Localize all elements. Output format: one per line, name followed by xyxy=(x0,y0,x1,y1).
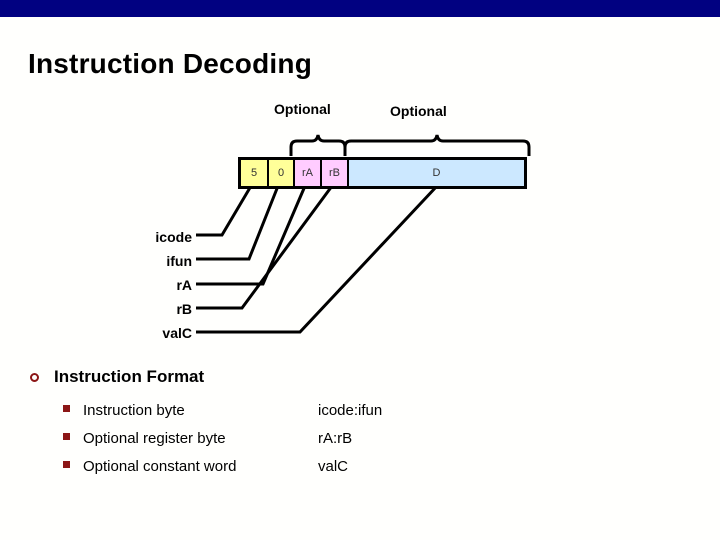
callout-label-icode: icode xyxy=(155,229,192,245)
bullet-level2-optional-constant-word: Optional constant word valC xyxy=(63,458,348,475)
slide-top-bar xyxy=(0,0,720,17)
page-title: Instruction Decoding xyxy=(28,48,312,79)
bullet-level2-optional-register-byte: Optional register byte rA:rB xyxy=(63,430,352,447)
bullet-level2-value: icode:ifun xyxy=(318,402,383,419)
optional-register-label: Optional xyxy=(274,101,331,117)
bullet-circle-icon xyxy=(30,372,39,382)
bullet-level2-value: valC xyxy=(318,458,349,475)
bullet-level2-label: Optional register byte xyxy=(83,430,226,447)
field-ifun: 0 xyxy=(267,160,293,186)
callout-label-ifun: ifun xyxy=(166,253,192,269)
bullet-level1-instruction-format: Instruction Format xyxy=(30,367,204,387)
brace-register xyxy=(289,134,347,156)
leader-line-ifun xyxy=(196,185,280,261)
instruction-format-fields: 5 0 rA rB D xyxy=(238,157,527,189)
field-d: D xyxy=(347,160,524,186)
callout-label-valc: valC xyxy=(162,325,192,341)
bullet-level2-value: rA:rB xyxy=(318,430,353,447)
brace-constant xyxy=(343,134,531,156)
field-icode: 5 xyxy=(241,160,267,186)
bullet-level2-label: Instruction byte xyxy=(83,402,185,419)
leader-line-ra xyxy=(196,185,307,286)
field-ra: rA xyxy=(293,160,320,186)
bullet-level2-instruction-byte: Instruction byte icode:ifun xyxy=(63,402,382,419)
bullet-square-icon xyxy=(63,405,70,412)
callout-label-rb: rB xyxy=(176,301,192,317)
leader-line-valc xyxy=(196,184,439,334)
field-rb: rB xyxy=(320,160,347,186)
callout-label-ra: rA xyxy=(176,277,192,293)
bullet-square-icon xyxy=(63,433,70,440)
optional-constant-label: Optional xyxy=(390,103,447,119)
bullet-level2-label: Optional constant word xyxy=(83,458,237,475)
bullet-square-icon xyxy=(63,461,70,468)
leader-line-icode xyxy=(196,185,253,237)
bullet-level1-label: Instruction Format xyxy=(54,367,205,386)
leader-line-rb xyxy=(196,185,334,310)
